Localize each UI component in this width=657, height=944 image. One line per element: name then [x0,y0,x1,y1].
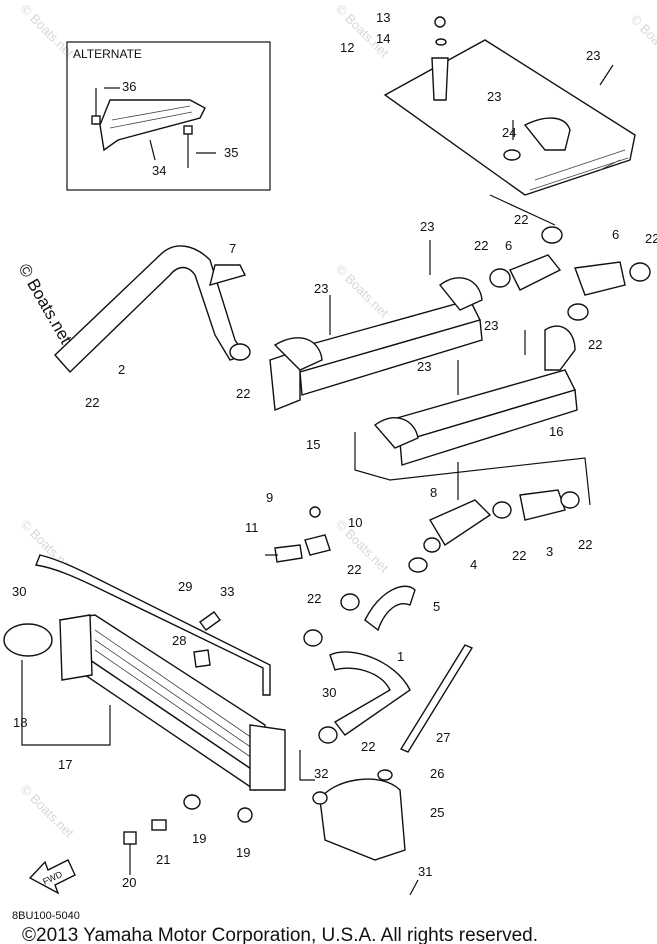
copyright-notice: ©2013 Yamaha Motor Corporation, U.S.A. A… [22,925,538,944]
callout-number: 22 [85,395,99,410]
callout-number: 1 [397,649,404,664]
callout-number: 30 [12,584,26,599]
watermark: © Boats.net [18,2,77,61]
callout-number: 28 [172,633,186,648]
callout-number: 2 [118,362,125,377]
tube-27 [399,644,474,753]
reservoir-25 [312,769,419,896]
top-plate [383,16,636,226]
callout-number: 11 [245,520,259,535]
callout-number: 6 [612,227,619,242]
callout-number: 22 [578,537,592,552]
callout-number: 7 [229,241,236,256]
callout-number: 22 [474,238,488,253]
hose-1 [318,651,411,744]
callout-number: 21 [156,852,170,867]
joint-parts [408,462,580,573]
callout-number: 22 [514,212,528,227]
fwd-arrow: FWD [28,859,76,895]
callout-number: 22 [588,337,602,352]
callout-number: 26 [430,766,444,781]
callout-number: 18 [13,715,27,730]
callout-number: 9 [266,490,273,505]
watermark: © Boats.net [18,782,77,841]
callout-number: 23 [314,281,328,296]
callout-number: 33 [220,584,234,599]
hose-29 [35,554,315,781]
watermark: © Boats.net [333,262,392,321]
callout-number: 19 [192,831,206,846]
callout-number: 22 [307,591,321,606]
callout-number: 13 [376,10,390,25]
callout-number: 23 [420,219,434,234]
callout-number: 15 [306,437,320,452]
callout-number: 32 [314,766,328,781]
callout-number: 12 [340,40,354,55]
callout-number: 16 [549,424,563,439]
heat-exchanger-16 [354,325,591,506]
hose-5 [303,585,416,647]
callout-number: 14 [376,31,390,46]
callout-number: 31 [418,864,432,879]
callout-number: 4 [470,557,477,572]
callout-number: 23 [487,89,501,104]
callout-number: 36 [122,79,136,94]
fasteners [123,611,253,875]
hose-6 [489,226,651,321]
callout-number: 6 [505,238,512,253]
callout-number: 8 [430,485,437,500]
sensor-parts [265,506,331,563]
callout-number: 5 [433,599,440,614]
callout-number: 17 [58,757,72,772]
callout-number: 19 [236,845,250,860]
callout-number: 22 [347,562,361,577]
callout-number: 23 [484,318,498,333]
alternate-box: ALTERNATE [66,41,271,191]
callout-number: 35 [224,145,238,160]
callout-number: 30 [322,685,336,700]
callout-number: 23 [586,48,600,63]
callout-number: 3 [546,544,553,559]
callout-number: 20 [122,875,136,890]
callout-number: 34 [152,163,166,178]
callout-number: 22 [236,386,250,401]
watermark: © Boats.net [628,12,657,71]
watermark-large: © Boats.net [15,261,76,348]
hose-2 [54,245,251,374]
callout-number: 23 [417,359,431,374]
callout-number: 22 [361,739,375,754]
callout-number: 29 [178,579,192,594]
callout-number: 10 [348,515,362,530]
heat-exchanger-15 [269,240,483,411]
part-code: 8BU100-5040 [12,910,80,922]
callout-number: 22 [512,548,526,563]
callout-number: 24 [502,125,516,140]
radiator-17 [3,614,286,792]
callout-number: 27 [436,730,450,745]
callout-number: 25 [430,805,444,820]
alternate-label: ALTERNATE [73,47,142,61]
callout-number: 22 [645,231,657,246]
